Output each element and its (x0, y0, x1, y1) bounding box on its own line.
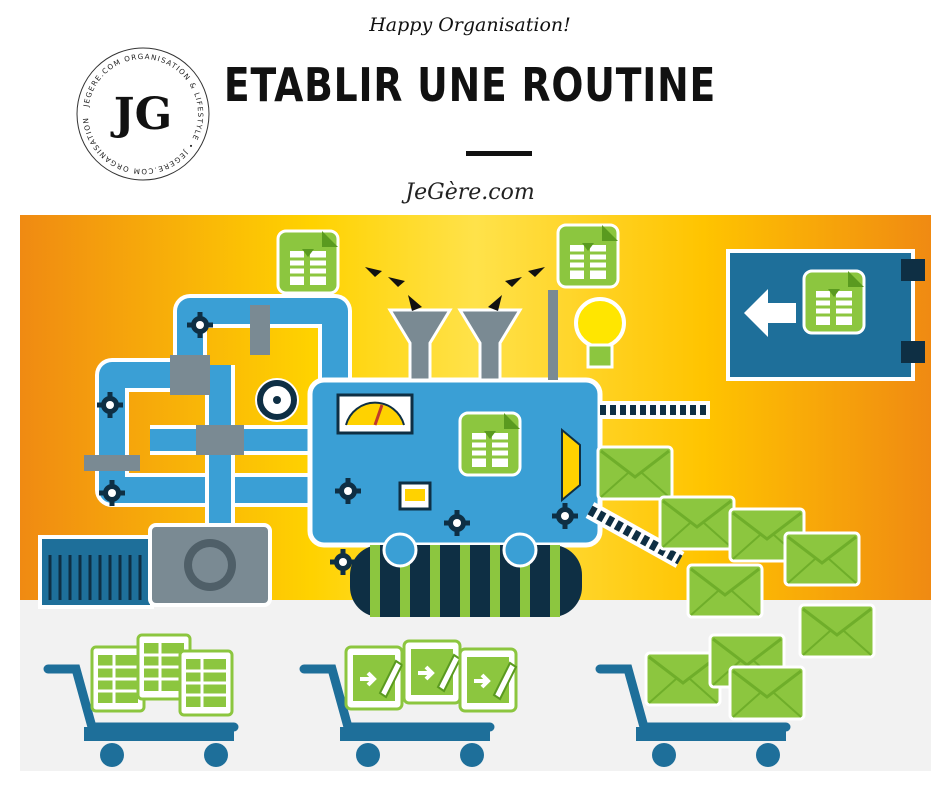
brand-logo: JEGERE.COM ORGANISATION & LIFESTYLE • JE… (68, 36, 214, 185)
funnel-icon (387, 308, 523, 382)
output-sign-panel (726, 249, 925, 381)
site-name: JeGère.com (405, 180, 535, 205)
edit-document-icon (458, 647, 518, 713)
machine-treads (350, 532, 582, 617)
input-arrows (365, 267, 545, 311)
spreadsheet-icon (90, 645, 146, 713)
routine-machine-illustration (20, 215, 931, 771)
envelope-icon (686, 563, 764, 619)
conveyor-belt (585, 401, 710, 568)
lightbulb-icon (548, 290, 626, 380)
edit-document-icon (402, 639, 462, 705)
envelope-icon (658, 495, 736, 551)
pipe-joints (84, 305, 270, 471)
document-icon (802, 269, 866, 335)
envelope-icon (596, 445, 674, 501)
steering-wheel-icon (255, 378, 299, 422)
arrow-left-icon (744, 289, 796, 337)
title-divider (466, 151, 532, 156)
edit-document-icon (344, 645, 404, 711)
logo-seal: JEGERE.COM ORGANISATION & LIFESTYLE • JE… (68, 36, 210, 181)
spreadsheet-icon (178, 649, 234, 717)
motor (38, 523, 272, 609)
tagline: Happy Organisation! (369, 14, 571, 36)
envelope-icon (783, 531, 861, 587)
page-title: ETABLIR UNE ROUTINE (223, 58, 717, 112)
document-icon (276, 229, 340, 295)
document-icon (556, 223, 620, 289)
svg-text:JG: JG (110, 89, 172, 140)
envelope-icon (798, 603, 876, 659)
document-icon (458, 411, 522, 477)
envelope-icon (728, 665, 806, 721)
